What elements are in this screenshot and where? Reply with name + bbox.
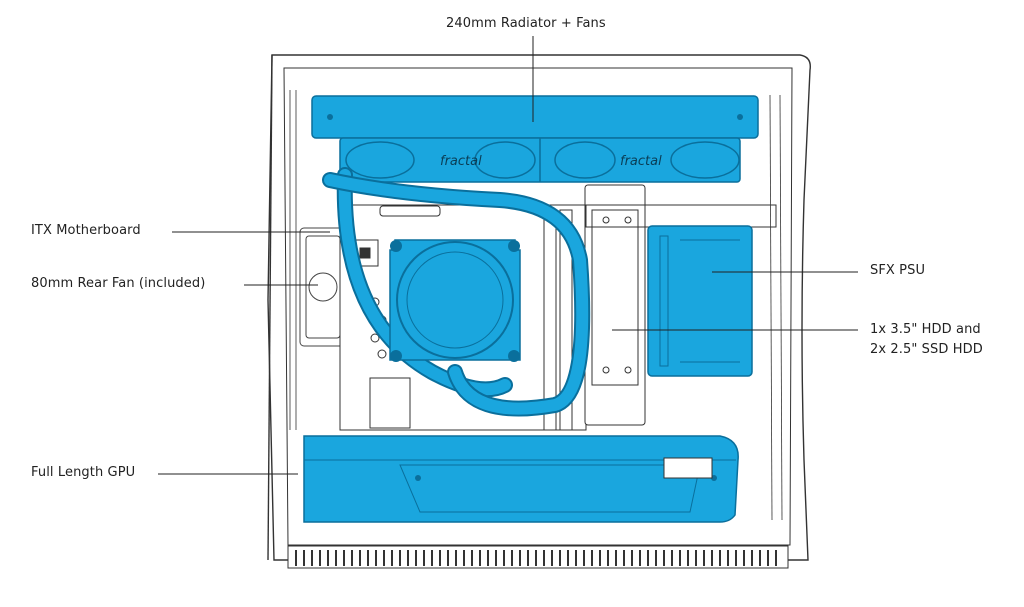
psu-label: SFX PSU [870, 263, 926, 278]
full-length-gpu [303, 435, 739, 523]
fan-brand-mark: fractal [440, 154, 482, 169]
case-shell [267, 54, 811, 561]
fan-brand-mark: fractal [620, 154, 662, 169]
motherboard-label: ITX Motherboard [31, 223, 141, 238]
hdd-label-line-1: 1x 3.5" HDD and [870, 322, 981, 337]
pump-block [389, 239, 521, 362]
hdd-label: 1x 3.5" HDD and 2x 2.5" SSD HDD [870, 320, 983, 360]
radiator [311, 95, 759, 139]
gpu-label: Full Length GPU [31, 465, 136, 480]
fan-brand-marks: fractal fractal [440, 154, 662, 169]
drive-cage [584, 184, 777, 426]
hdd-label-line-2: 2x 2.5" SSD HDD [870, 342, 983, 357]
radiator-fans [339, 137, 741, 183]
callout-lines [158, 36, 858, 475]
rear-fan-label: 80mm Rear Fan (included) [31, 276, 206, 291]
rear-fan [299, 227, 347, 347]
sfx-psu [647, 225, 753, 377]
radiator-label: 240mm Radiator + Fans [446, 16, 606, 31]
bottom-vent-grille [287, 545, 789, 569]
